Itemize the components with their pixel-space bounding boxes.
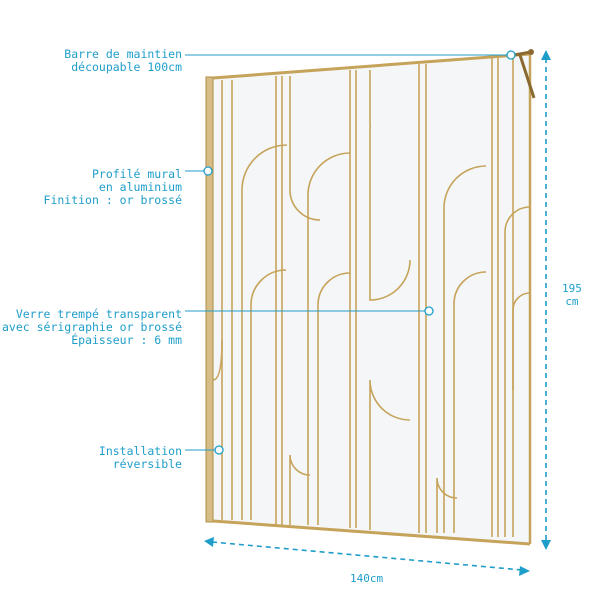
label-holding-bar-line1: Barre de maintien bbox=[64, 47, 182, 61]
label-wall-profile-line3: Finition : or brossé bbox=[43, 193, 182, 207]
height-unit: cm bbox=[565, 295, 579, 308]
height-value: 195 bbox=[562, 282, 582, 295]
leader-dots bbox=[203, 50, 516, 455]
label-glass: Verre trempé transparent avec sérigraphi… bbox=[2, 308, 182, 347]
label-wall-profile-line1: Profilé mural bbox=[91, 167, 182, 181]
label-glass-line3: Épaisseur : 6 mm bbox=[71, 333, 182, 347]
label-wall-profile: Profilé mural en aluminium Finition : or… bbox=[44, 168, 182, 207]
width-value: 140cm bbox=[350, 572, 384, 585]
label-glass-line2: avec sérigraphie or brossé bbox=[1, 320, 182, 334]
height-label: 195 cm bbox=[562, 282, 582, 308]
label-installation-line1: Installation bbox=[98, 444, 182, 458]
glass-pattern bbox=[212, 56, 531, 537]
label-holding-bar-line2: découpable 100cm bbox=[71, 60, 182, 74]
width-label: 140cm bbox=[350, 572, 383, 585]
label-installation: Installation réversible bbox=[99, 445, 182, 471]
wall-profile bbox=[205, 76, 214, 523]
width-dimension bbox=[204, 537, 530, 576]
label-wall-profile-line2: en aluminium bbox=[98, 180, 182, 194]
height-dimension bbox=[541, 50, 551, 550]
label-holding-bar: Barre de maintien découpable 100cm bbox=[64, 48, 182, 74]
glass-panel bbox=[213, 53, 530, 545]
label-glass-line1: Verre trempé transparent bbox=[15, 307, 182, 321]
frame-top bbox=[212, 52, 531, 80]
label-installation-line2: réversible bbox=[112, 457, 182, 471]
frame-bottom bbox=[212, 519, 531, 546]
